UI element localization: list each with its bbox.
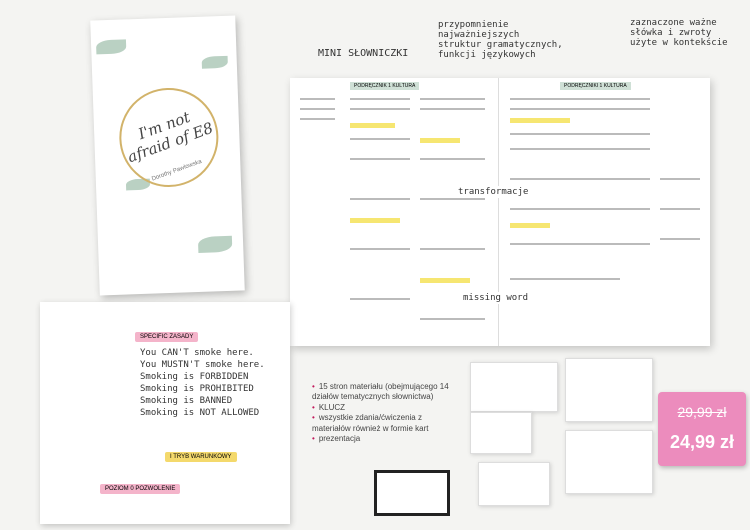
flashcard [478,462,550,506]
note-row: You MUSTN'T smoke here. [140,360,265,370]
old-price: 29,99 zł [677,404,727,420]
note-row: Smoking is NOT ALLOWED [140,408,260,418]
annotation-context: zaznaczone ważne słówka i zwroty użyte w… [630,18,728,48]
open-workbook: PODRĘCZNIK 1 KULTURA PODRĘCZNIKI 1 KULTU… [290,78,710,346]
leaf-decoration [95,39,127,55]
tag-zasady: SPECIFIC ZASADY [135,332,199,342]
flashcard [565,358,653,422]
flashcard [565,430,653,494]
book-cover: I'm not afraid of E8 Dorothy Pawlowska [90,15,245,296]
presentation-monitor [374,470,450,516]
left-page-header: PODRĘCZNIK 1 KULTURA [350,82,420,90]
tag-warunkowy: I TRYB WARUNKOWY [165,452,237,462]
right-page: PODRĘCZNIKI 1 KULTURA [500,78,710,346]
note-row: You CAN'T smoke here. [140,348,254,358]
price-tag: 29,99 zł 24,99 zł [658,392,746,466]
note-row: Smoking is BANNED [140,396,233,406]
flashcard [470,362,558,412]
leaf-decoration [201,55,228,69]
right-page-header: PODRĘCZNIKI 1 KULTURA [560,82,631,90]
annotation-mini: MINI SŁOWNICZKI [318,48,409,59]
feature-item: •prezentacja [312,433,361,443]
feature-item: •15 stron materiału (obejmującego 14 dzi… [312,382,449,402]
new-price: 24,99 zł [669,432,735,452]
annotation-missing: missing word [460,292,532,304]
flashcard [470,412,532,454]
feature-list: •15 stron materiału (obejmującego 14 dzi… [312,382,462,444]
note-row: Smoking is PROHIBITED [140,384,254,394]
feature-item: •wszystkie zdania/ćwiczenia z materiałów… [312,413,429,433]
torn-note: SPECIFIC ZASADY You CAN'T smoke here. Yo… [40,302,290,524]
tag-pozwolenie: POZIOM 0 POZWOLENIE [100,484,181,494]
annotation-structures: przypomnienie najważniejszych struktur g… [438,20,563,60]
feature-item: •KLUCZ [312,402,346,412]
note-row: Smoking is FORBIDDEN [140,372,249,382]
leaf-decoration [197,235,233,253]
annotation-transform: transformacje [455,186,532,198]
left-page: PODRĘCZNIK 1 KULTURA [290,78,499,346]
